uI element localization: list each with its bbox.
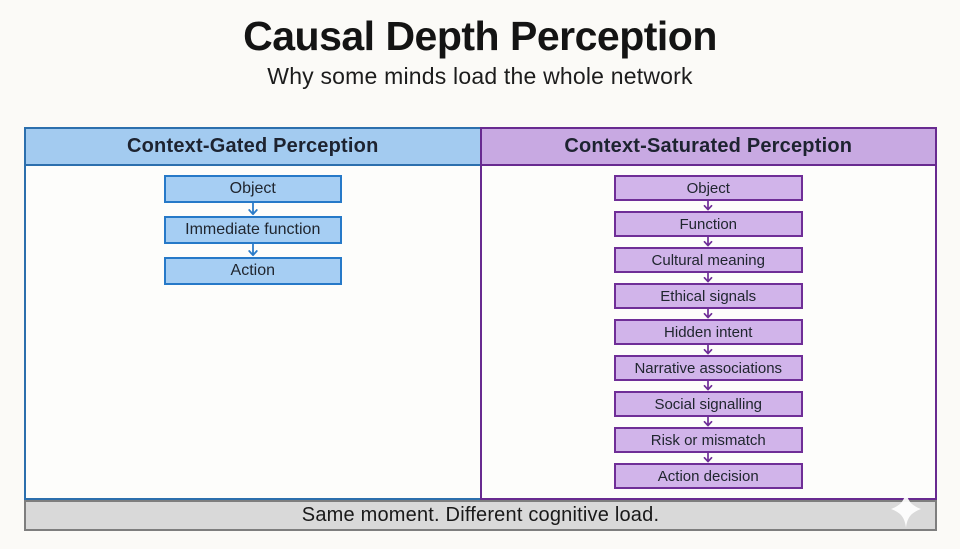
panel-context-saturated: Context-Saturated Perception Object Func… xyxy=(479,127,937,500)
down-arrow-icon xyxy=(701,345,715,355)
flow-step-ethical-signals: Ethical signals xyxy=(613,283,803,309)
down-arrow-icon xyxy=(701,273,715,283)
page-subtitle: Why some minds load the whole network xyxy=(267,63,693,90)
flow-step-social-signalling: Social signalling xyxy=(613,391,803,417)
down-arrow-icon xyxy=(701,309,715,319)
down-arrow-icon xyxy=(246,244,260,257)
flow-step-risk-or-mismatch: Risk or mismatch xyxy=(613,427,803,453)
down-arrow-icon xyxy=(701,237,715,247)
footer-text: Same moment. Different cognitive load. xyxy=(301,504,660,526)
flow-context-saturated: Object Function Cultural meaning Ethical… xyxy=(482,166,936,498)
panel-context-gated: Context-Gated Perception Object Immediat… xyxy=(24,127,480,500)
flow-step-cultural-meaning: Cultural meaning xyxy=(613,247,803,273)
flow-step-object: Object xyxy=(613,175,803,201)
down-arrow-icon xyxy=(701,453,715,463)
down-arrow-icon xyxy=(701,381,715,391)
page-title: Causal Depth Perception xyxy=(243,13,717,59)
down-arrow-icon xyxy=(246,203,260,216)
flow-step-object: Object xyxy=(163,175,342,203)
down-arrow-icon xyxy=(701,417,715,427)
down-arrow-icon xyxy=(701,201,715,211)
comparison-panels: Context-Gated Perception Object Immediat… xyxy=(24,127,937,500)
footer-bar: Same moment. Different cognitive load. xyxy=(24,490,937,531)
flow-step-immediate-function: Immediate function xyxy=(163,216,342,244)
flow-step-function: Function xyxy=(613,211,803,237)
flow-context-gated: Object Immediate function Action xyxy=(26,166,480,498)
panel-header-context-saturated: Context-Saturated Perception xyxy=(481,129,935,166)
flow-step-action-decision: Action decision xyxy=(613,463,803,489)
panel-header-context-gated: Context-Gated Perception xyxy=(26,129,480,166)
flow-step-hidden-intent: Hidden intent xyxy=(613,319,803,345)
flow-step-action: Action xyxy=(163,257,342,285)
flow-step-narrative-associations: Narrative associations xyxy=(613,355,803,381)
